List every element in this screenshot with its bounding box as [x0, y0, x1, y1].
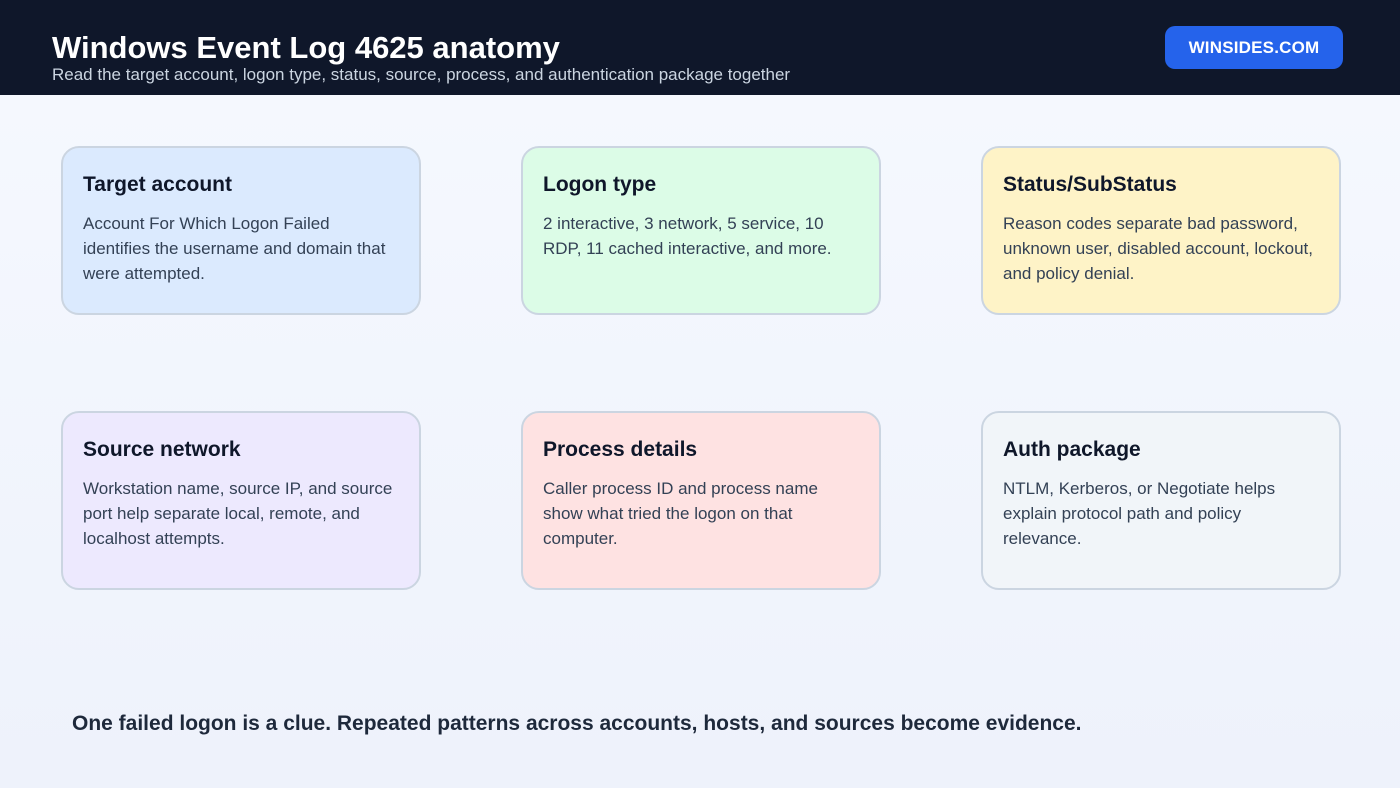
card-logon-type: Logon type 2 interactive, 3 network, 5 s…	[521, 146, 881, 315]
card-title: Status/SubStatus	[1003, 173, 1177, 196]
card-auth-package: Auth package NTLM, Kerberos, or Negotiat…	[981, 411, 1341, 590]
card-body: Caller process ID and process name show …	[543, 479, 818, 548]
card-body: Reason codes separate bad password, unkn…	[1003, 214, 1313, 283]
card-status-substatus: Status/SubStatus Reason codes separate b…	[981, 146, 1341, 315]
card-process-details: Process details Caller process ID and pr…	[521, 411, 881, 590]
card-title: Process details	[543, 438, 698, 461]
footer-note: One failed logon is a clue. Repeated pat…	[72, 712, 1082, 735]
card-body: 2 interactive, 3 network, 5 service, 10 …	[543, 214, 832, 258]
card-title: Source network	[83, 438, 241, 461]
card-body: Workstation name, source IP, and source …	[83, 479, 393, 548]
card-title: Target account	[83, 173, 232, 196]
card-body: Account For Which Logon Failed identifie…	[83, 214, 386, 283]
card-body: NTLM, Kerberos, or Negotiate helps expla…	[1003, 479, 1276, 548]
brand-badge[interactable]: WINSIDES.COM	[1165, 26, 1343, 69]
card-title: Logon type	[543, 173, 657, 196]
card-title: Auth package	[1003, 438, 1141, 461]
header-bar: Windows Event Log 4625 anatomy Read the …	[0, 0, 1400, 95]
page-subtitle: Read the target account, logon type, sta…	[52, 65, 791, 84]
page-title: Windows Event Log 4625 anatomy	[52, 30, 560, 65]
card-target-account: Target account Account For Which Logon F…	[61, 146, 421, 315]
card-source-network: Source network Workstation name, source …	[61, 411, 421, 590]
